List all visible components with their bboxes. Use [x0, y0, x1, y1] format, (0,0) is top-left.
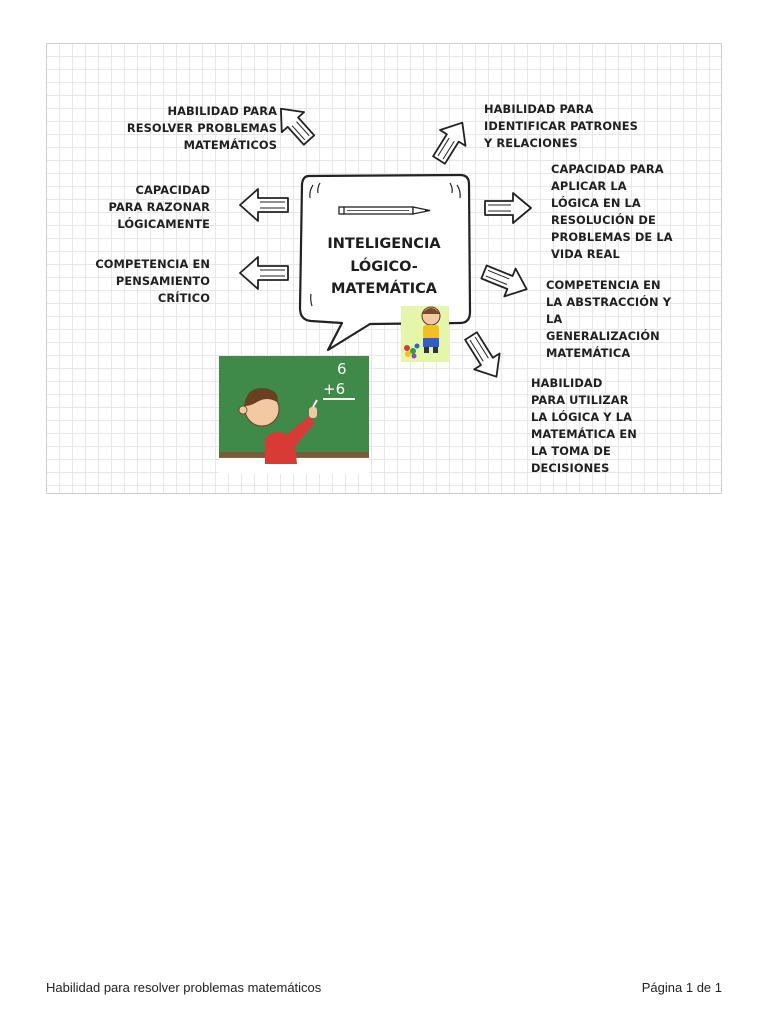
pencil-icon [338, 206, 431, 215]
branch-abstraccion-label: COMPETENCIA EN LA ABSTRACCIÓN Y LA GENER… [546, 278, 672, 360]
arrow-abstraccion-icon [480, 264, 528, 298]
arrow-aplicar-icon [484, 192, 532, 224]
blackboard-number-top: 6 [337, 360, 347, 378]
mind-map-canvas: 6 +6 INTELIGENCIA LÓGICO- MATEMÁTICA HAB… [46, 43, 722, 494]
diagram-graphics: 6 +6 [219, 107, 532, 474]
arrow-decisiones-icon [464, 331, 501, 378]
arrow-resolver-icon [279, 107, 316, 146]
branch-pensamiento-label: COMPETENCIA EN PENSAMIENTO CRÍTICO [95, 257, 210, 305]
bubble-tick [317, 182, 321, 194]
blackboard-number-bottom: +6 [323, 380, 345, 398]
kid-with-toys-illustration [401, 306, 449, 362]
branch-razonar-label: CAPACIDAD PARA RAZONAR LÓGICAMENTE [108, 183, 210, 231]
branch-decisiones-label: HABILIDAD PARA UTILIZAR LA LÓGICA Y LA M… [531, 376, 637, 475]
branch-resolver-label: HABILIDAD PARA RESOLVER PROBLEMAS MATEMÁ… [126, 104, 277, 152]
bubble-tick [310, 293, 313, 307]
footer-page-number: Página 1 de 1 [641, 980, 722, 995]
center-title: INTELIGENCIA LÓGICO- MATEMÁTICA [327, 236, 441, 297]
arrow-patrones-icon [432, 121, 467, 165]
blackboard-illustration [219, 356, 369, 474]
branch-aplicar-label: CAPACIDAD PARA APLICAR LA LÓGICA EN LA R… [551, 162, 673, 261]
arrow-pensamiento-icon [239, 256, 289, 290]
bubble-tick [456, 184, 461, 199]
branch-patrones-label: HABILIDAD PARA IDENTIFICAR PATRONES Y RE… [484, 102, 638, 150]
bubble-tick [309, 184, 314, 199]
arrow-razonar-icon [239, 188, 289, 222]
footer-document-title: Habilidad para resolver problemas matemá… [46, 980, 322, 995]
bubble-tick [449, 182, 453, 194]
